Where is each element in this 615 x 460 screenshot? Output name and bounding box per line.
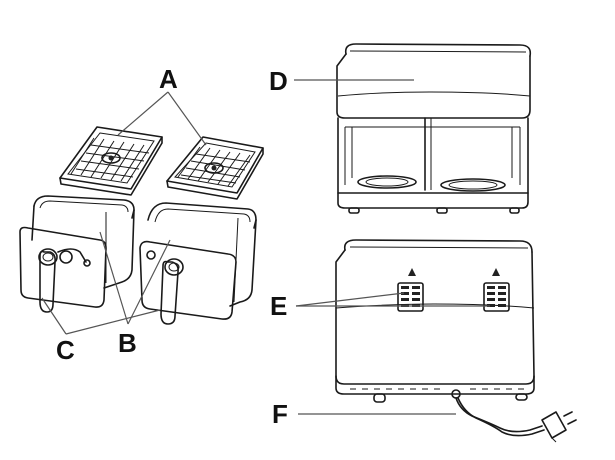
main-unit-drawer-view [336,43,532,214]
air-outlet-left [397,282,424,312]
basket-left [19,195,135,313]
crisper-plate-left [59,126,163,196]
main-unit-rear-view [335,239,535,403]
label-e: E [270,291,287,321]
label-d: D [269,66,288,96]
air-outlet-right [483,282,510,312]
power-cord [451,389,577,443]
label-b: B [118,328,137,358]
label-c: C [56,335,75,365]
basket-right [139,202,257,325]
crisper-plate-right [166,136,264,200]
label-a: A [159,64,178,94]
leader-lines [41,79,490,415]
label-f: F [272,399,288,429]
